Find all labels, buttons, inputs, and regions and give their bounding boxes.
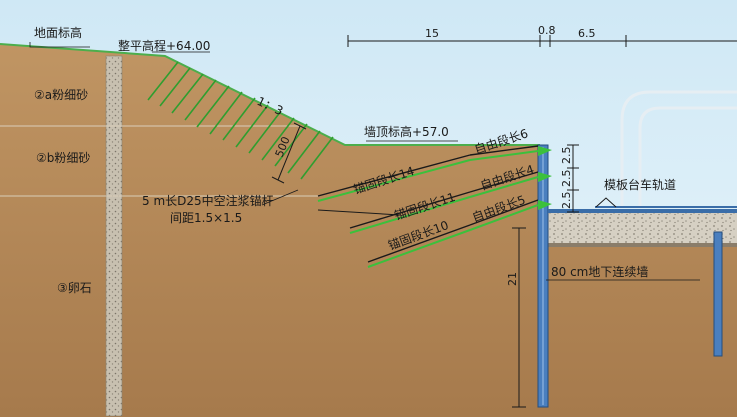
right-dimension bbox=[567, 144, 579, 213]
dim-15-label: 15 bbox=[425, 27, 439, 40]
dim-08-label: 0.8 bbox=[538, 24, 556, 37]
dim-25b-label: 2.5 bbox=[560, 170, 573, 188]
pit-floor bbox=[548, 243, 737, 247]
right-pile bbox=[713, 231, 723, 357]
anchor-note-line1: 5 m长D25中空注浆锚杆 bbox=[142, 193, 274, 208]
slope-dimension bbox=[271, 122, 307, 184]
diaphragm-wall-label: 80 cm地下连续墙 bbox=[551, 264, 648, 279]
graded-level-label: 整平高程+64.00 bbox=[118, 38, 210, 53]
anchor-heads bbox=[538, 146, 552, 210]
anchors bbox=[317, 145, 539, 268]
wall-top-level-label: 墙顶标高+57.0 bbox=[364, 124, 449, 139]
borehole-column bbox=[105, 55, 123, 417]
dim-65-label: 6.5 bbox=[578, 27, 596, 40]
leaders bbox=[29, 42, 700, 281]
ground-level-label: 地面标高 bbox=[34, 25, 82, 40]
layer-2b-label: ②b粉细砂 bbox=[36, 151, 90, 165]
soil-body bbox=[0, 44, 737, 417]
ground-line bbox=[0, 43, 540, 146]
layer-2a-label: ②a粉细砂 bbox=[34, 88, 88, 102]
dim-21-label: 21 bbox=[506, 272, 519, 286]
tunnel-formwork bbox=[620, 90, 737, 207]
dim-25a-label: 2.5 bbox=[560, 147, 573, 165]
slope-nails bbox=[147, 61, 334, 180]
depth-dimension bbox=[512, 227, 526, 408]
waler bbox=[548, 209, 737, 213]
track-label: 模板台车轨道 bbox=[604, 177, 676, 192]
track-marker-icon bbox=[595, 197, 617, 208]
pit-gravel bbox=[548, 213, 737, 243]
top-dimension bbox=[347, 35, 737, 47]
layer-3-label: ③卵石 bbox=[57, 281, 92, 295]
anchor-note-line2: 间距1.5×1.5 bbox=[170, 211, 242, 225]
dim-25c-label: 2.5 bbox=[560, 192, 573, 210]
